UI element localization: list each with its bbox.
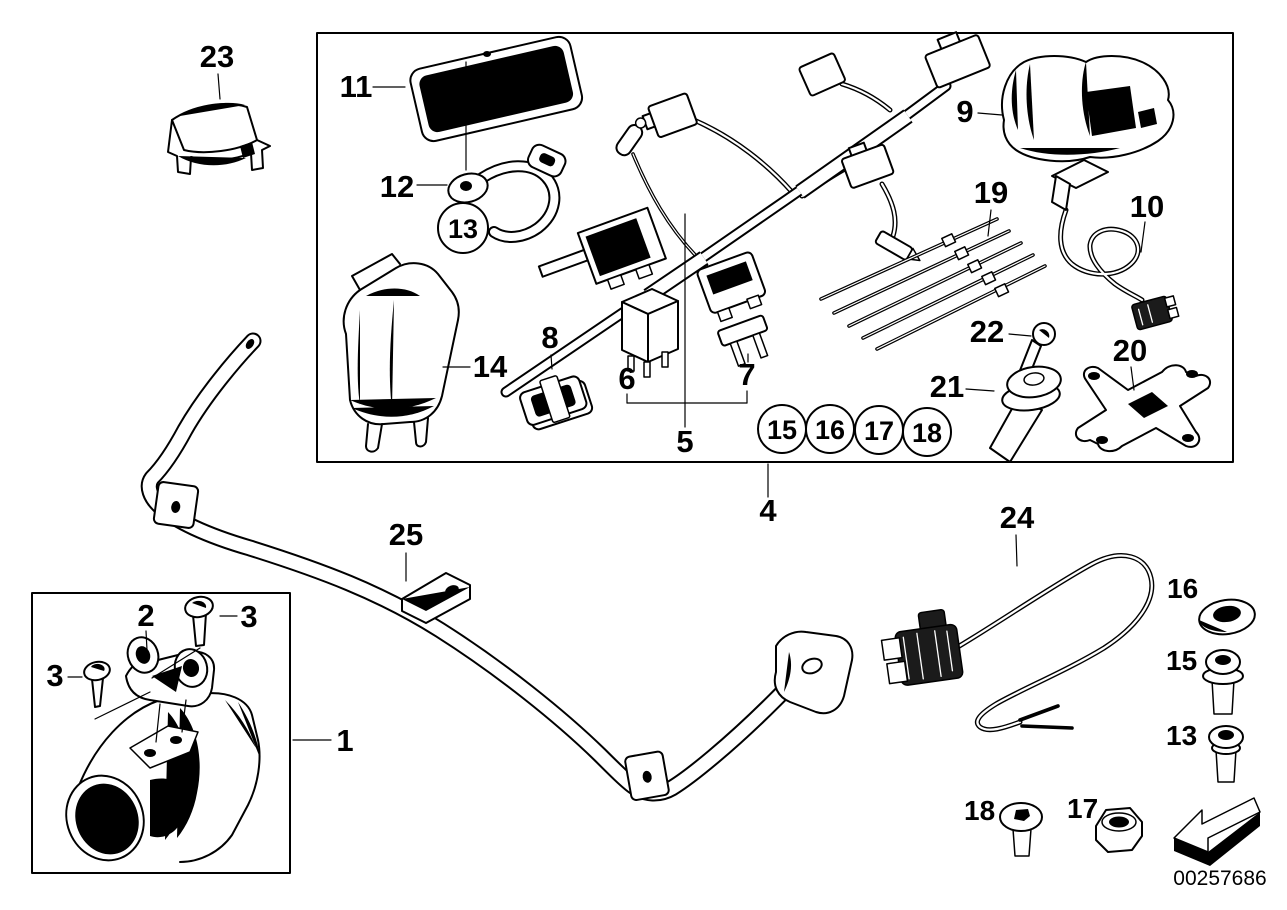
callout-17: 17 xyxy=(864,416,894,446)
diagram-number: 00257686 xyxy=(1173,867,1266,890)
callout-22: 22 xyxy=(970,314,1004,349)
fog-light-1 xyxy=(65,692,261,863)
callout-3-right: 3 xyxy=(240,599,257,634)
circled-callout-18: 18 xyxy=(902,407,952,457)
clip-8 xyxy=(519,375,594,431)
connector-plug-small xyxy=(798,52,846,97)
flange-screw-icon xyxy=(1202,649,1244,715)
tube-clamp-upper xyxy=(152,481,200,529)
legend-box-arrow xyxy=(1162,793,1268,866)
legend-label-18: 18 xyxy=(964,795,995,826)
callout-7: 7 xyxy=(738,357,755,392)
cover-9 xyxy=(1001,55,1175,163)
legend-label-16: 16 xyxy=(1167,573,1198,604)
connector-plug-large xyxy=(924,31,991,89)
bolt-21 xyxy=(989,365,1062,463)
wiring-harness-5 xyxy=(500,31,991,398)
callout-9: 9 xyxy=(956,94,973,129)
callout-11: 11 xyxy=(340,69,373,104)
legend-box-nut-17: 17 xyxy=(1062,793,1163,865)
relay-6 xyxy=(621,288,679,378)
cable-ties-19 xyxy=(819,217,1047,351)
crash-bar-tube xyxy=(140,332,854,802)
callout-19: 19 xyxy=(974,175,1008,210)
connector-mid xyxy=(841,141,895,189)
clamp-12 xyxy=(447,143,567,243)
legend-box-screw-18: 18 xyxy=(960,793,1062,865)
pin-terminal xyxy=(874,230,921,262)
callout-1: 1 xyxy=(336,723,353,758)
arrow-icon xyxy=(1173,797,1261,866)
socket-cable-24 xyxy=(880,553,1155,733)
callout-4: 4 xyxy=(759,493,777,528)
adapter-plate-20 xyxy=(1074,364,1212,452)
tube-clamp-lower xyxy=(624,750,670,801)
circled-callout-13: 13 xyxy=(437,202,489,254)
hex-nut-icon xyxy=(1095,807,1143,853)
legend-box-screw-13: 13 xyxy=(1162,717,1268,790)
screw-3-left xyxy=(83,660,111,708)
socket-screw-icon xyxy=(1208,725,1244,783)
fuse-7 xyxy=(717,314,769,367)
callout-10: 10 xyxy=(1130,189,1164,224)
bullet-terminal xyxy=(615,117,647,157)
callout-25: 25 xyxy=(389,517,423,552)
washer-icon xyxy=(1198,598,1256,636)
bracket-25 xyxy=(401,572,471,624)
control-module-11 xyxy=(409,35,584,171)
leader-lines xyxy=(67,73,1146,743)
fog-light-box xyxy=(31,592,291,874)
kit-box-4 xyxy=(316,32,1234,463)
legend-label-15: 15 xyxy=(1166,645,1197,676)
relay-socket-block xyxy=(537,206,667,290)
callout-3-left: 3 xyxy=(46,658,63,693)
callout-21: 21 xyxy=(930,369,964,404)
callout-16: 16 xyxy=(815,415,845,445)
legend-label-13: 13 xyxy=(1166,720,1197,751)
callout-12: 12 xyxy=(380,169,414,204)
cover-23 xyxy=(167,102,271,175)
switch-cable-10 xyxy=(1051,159,1180,331)
callout-20: 20 xyxy=(1113,333,1147,368)
fuse-holder xyxy=(696,251,766,323)
circled-callout-17: 17 xyxy=(854,405,904,455)
callout-5: 5 xyxy=(676,424,693,459)
torx-screw-icon xyxy=(999,802,1043,857)
callout-8: 8 xyxy=(541,320,558,355)
callout-24: 24 xyxy=(1000,500,1035,535)
callout-23: 23 xyxy=(200,39,234,74)
legend-box-screw-15: 15 xyxy=(1162,640,1268,717)
callout-15: 15 xyxy=(767,415,797,445)
legend-box-washer-16: 16 xyxy=(1162,570,1268,640)
screw-3-right xyxy=(184,595,214,647)
callout-13: 13 xyxy=(448,214,478,244)
bracket-14 xyxy=(342,253,460,453)
callout-18: 18 xyxy=(912,418,942,448)
legend-label-17: 17 xyxy=(1067,793,1098,824)
callout-6: 6 xyxy=(618,361,635,396)
callout-2: 2 xyxy=(137,598,154,633)
circled-callout-16: 16 xyxy=(805,404,855,454)
callout-14: 14 xyxy=(473,349,508,384)
circled-callout-15: 15 xyxy=(757,404,807,454)
connector-4pin xyxy=(641,92,698,138)
